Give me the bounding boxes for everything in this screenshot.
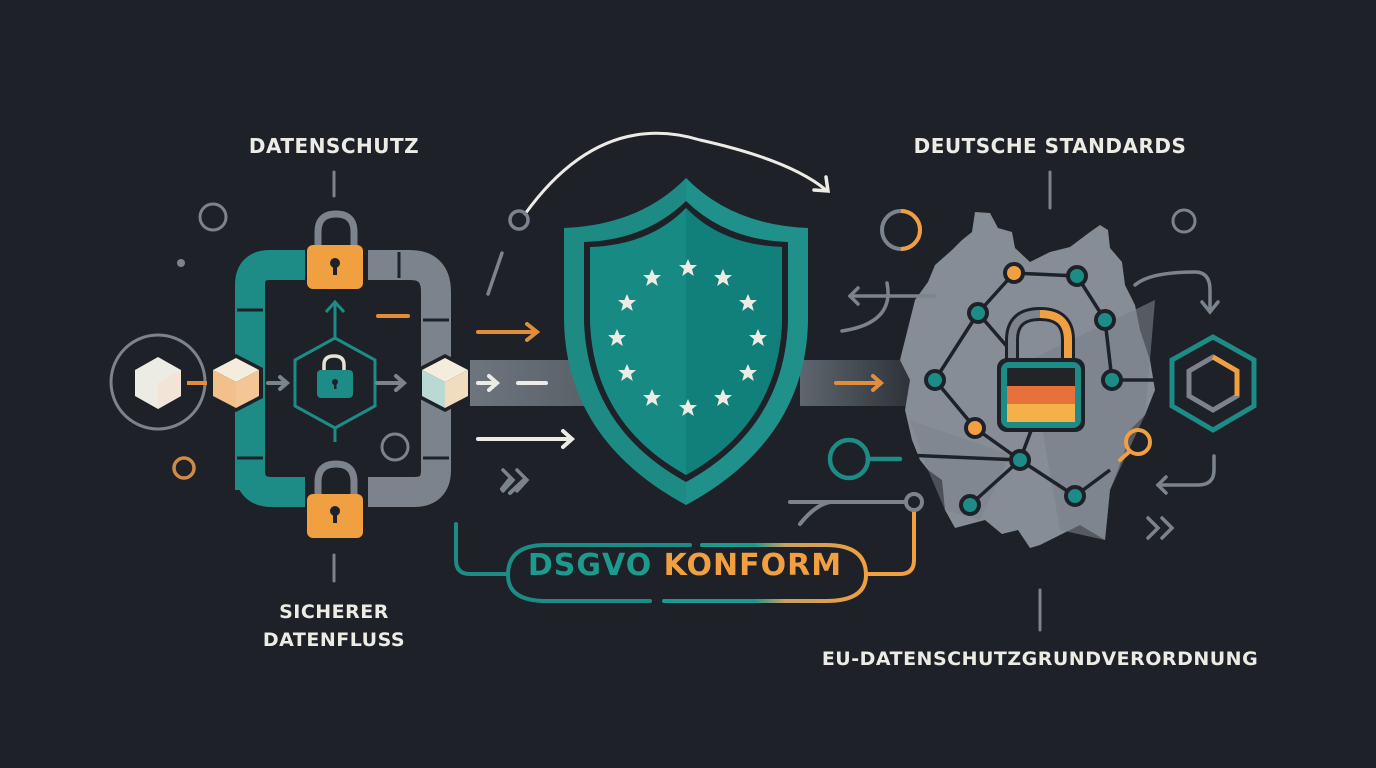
hexagon-lock-icon: [293, 299, 377, 442]
deco-circle-orange: [172, 456, 196, 480]
deco-circle: [198, 202, 228, 232]
pipe-teal-top: [235, 250, 305, 490]
deco-dot: [177, 259, 185, 267]
side-arrows-left: [476, 251, 576, 493]
label-datenschutz: DATENSCHUTZ: [248, 134, 420, 158]
label-deutsche-standards: DEUTSCHE STANDARDS: [913, 134, 1187, 158]
badge-word-dsgvo: DSGVO: [527, 548, 653, 583]
label-eu-dsgvo: EU-DATENSCHUTZGRUNDVERORDNUNG: [821, 648, 1259, 670]
deco-circle: [1171, 208, 1197, 234]
badge-word-konform: KONFORM: [663, 548, 843, 583]
badge-frame: [454, 478, 924, 603]
deco-circle: [380, 432, 410, 462]
magnifier-icon: [1118, 428, 1152, 462]
map-shade: [910, 420, 1010, 520]
flow-arrow: [266, 374, 408, 392]
pipe-teal-bottom: [235, 420, 305, 507]
label-line-1: SICHERER: [279, 601, 389, 623]
shield-icon: [564, 178, 808, 505]
map-arrows: [840, 270, 1220, 540]
padlock-icon: [307, 460, 363, 538]
key-ring-icon: [827, 437, 903, 481]
flag-padlock-icon: [997, 306, 1085, 432]
label-line-2: DATENFLUSS: [262, 629, 406, 651]
band-arrows: [476, 374, 885, 392]
padlock-icon: [307, 210, 363, 289]
cube-icon: [209, 354, 263, 412]
dsgvo-konform-badge: DSGVO KONFORM: [510, 548, 860, 583]
left-group: [109, 170, 472, 583]
hexagon-icon: [1169, 334, 1257, 433]
cube-icon: [418, 354, 472, 412]
label-sicherer-datenfluss: SICHERER DATENFLUSS: [234, 598, 434, 654]
cube-icon: [135, 357, 181, 409]
arc-arrow: [508, 131, 831, 231]
progress-ring-arc: [900, 209, 922, 251]
network-nodes: [924, 262, 1123, 516]
right-group: [827, 170, 1257, 632]
